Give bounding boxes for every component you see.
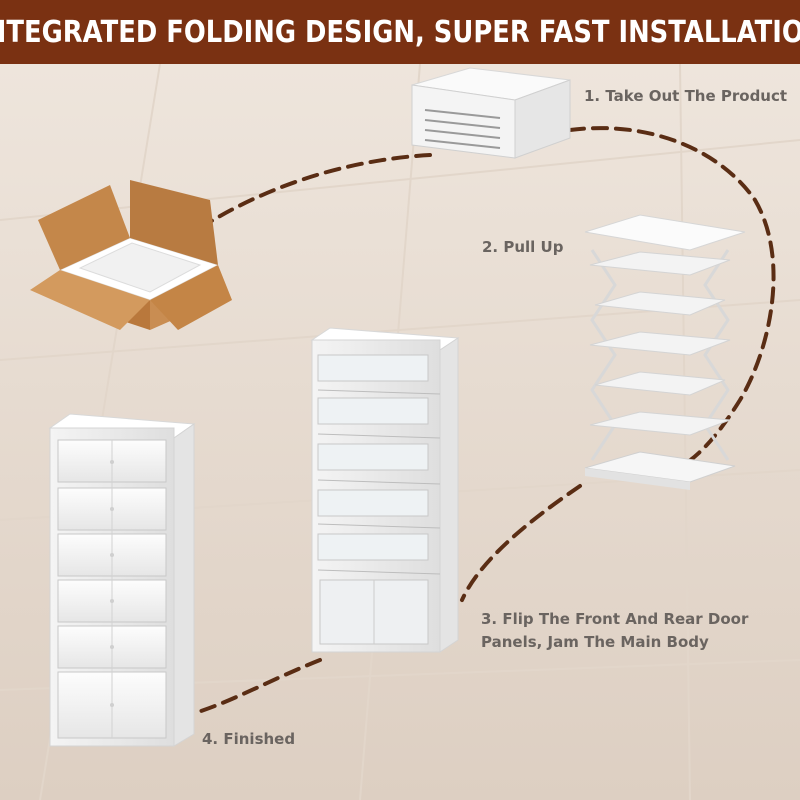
step-3-text-line-2: Panels, Jam The Main Body — [481, 633, 709, 651]
expanded-frame-icon — [584, 214, 746, 490]
title-banner: INTEGRATED FOLDING DESIGN, SUPER FAST IN… — [0, 0, 800, 64]
step-4-text: 4. Finished — [202, 730, 296, 748]
open-cardboard-box-icon — [30, 180, 232, 330]
installation-path — [196, 126, 776, 714]
step-3-text-line-1: 3. Flip The Front And Rear Door — [481, 610, 749, 628]
banner-title: INTEGRATED FOLDING DESIGN, SUPER FAST IN… — [0, 14, 800, 50]
step-2-text: 2. Pull Up — [482, 238, 564, 256]
cabinet-with-doors-icon — [310, 327, 460, 653]
step-1-text: 1. Take Out The Product — [584, 87, 788, 105]
door-rows — [317, 354, 429, 561]
folded-cabinet-icon — [411, 67, 571, 159]
step-3-label: 3. Flip The Front And Rear Door Panels, … — [481, 608, 748, 654]
finished-cabinet-icon — [48, 413, 196, 747]
step-1-label: 1. Take Out The Product — [584, 85, 787, 108]
step-4-label: 4. Finished — [202, 728, 295, 751]
step-2-label: 2. Pull Up — [482, 236, 563, 259]
